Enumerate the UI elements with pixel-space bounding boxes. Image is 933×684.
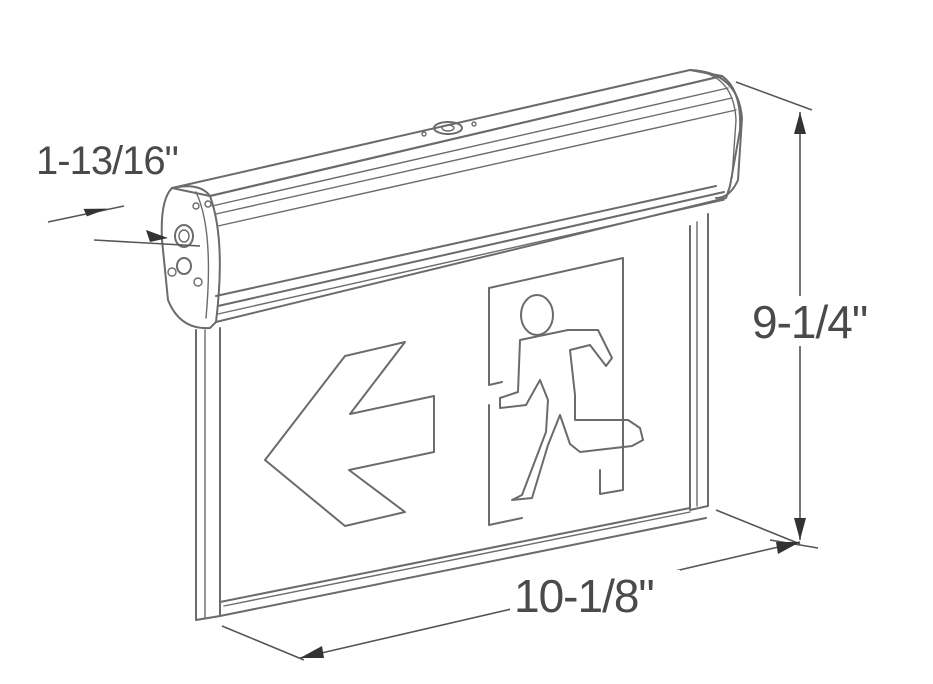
- width-dimension: 10-1/8": [221, 509, 801, 661]
- sign-panel: [195, 213, 709, 621]
- width-label: 10-1/8": [514, 570, 654, 622]
- height-dimension: 9-1/4": [735, 81, 868, 549]
- height-label: 9-1/4": [752, 296, 867, 348]
- left-arrow-icon: [264, 341, 435, 527]
- housing: [160, 69, 743, 330]
- depth-dimension: 1-13/16": [36, 139, 201, 247]
- depth-label: 1-13/16": [36, 139, 178, 183]
- running-man-exit-icon: [488, 257, 644, 526]
